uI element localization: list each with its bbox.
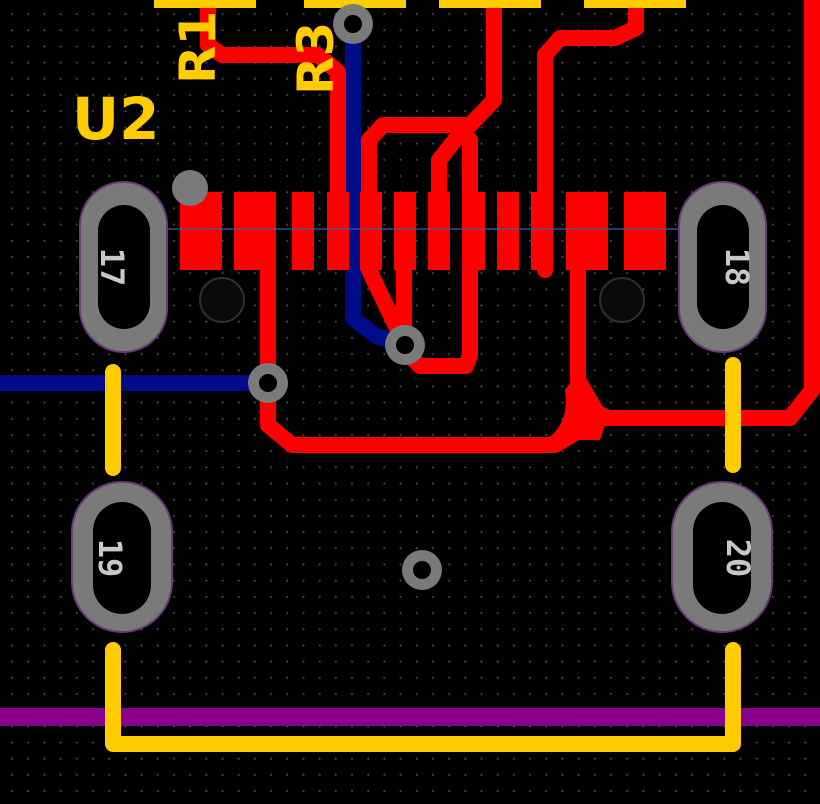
th-pad-19[interactable]: 19 <box>71 481 173 633</box>
th-pad-20[interactable]: 20 <box>671 481 773 633</box>
smd-pad <box>360 192 382 270</box>
pad-number-20: 20 <box>719 539 757 578</box>
th-pad-17[interactable]: 17 <box>79 181 168 353</box>
via[interactable] <box>333 4 373 44</box>
locating-hole <box>599 277 645 323</box>
pad-number-18: 18 <box>718 248 756 287</box>
pad-number-19: 19 <box>91 539 129 578</box>
smd-pad <box>566 192 608 270</box>
front-copper-fill <box>545 370 610 440</box>
partial-via <box>172 170 208 206</box>
edge-cut-line <box>0 708 820 726</box>
resistor-outline <box>439 0 541 8</box>
smd-pad <box>531 192 553 270</box>
locating-hole <box>199 277 245 323</box>
component-ref-u2[interactable]: U2 <box>72 85 159 153</box>
smd-pad <box>327 192 349 270</box>
th-pad-18[interactable]: 18 <box>678 181 767 353</box>
resistor-ref-r1[interactable]: R1 <box>169 11 227 84</box>
front-copper-trace <box>200 0 346 198</box>
silkscreen-resistor-bodies <box>154 0 686 8</box>
front-copper-trace <box>537 0 644 278</box>
via[interactable] <box>385 325 425 365</box>
smd-pad <box>428 192 450 270</box>
via[interactable] <box>402 550 442 590</box>
smd-pad <box>624 192 666 270</box>
smd-pad-row <box>180 192 666 270</box>
resistor-outline <box>584 0 686 8</box>
smd-pad <box>292 192 314 270</box>
resistor-outline <box>304 0 406 8</box>
silkscreen-layer <box>105 357 741 752</box>
resistor-ref-r3[interactable]: R3 <box>287 22 345 95</box>
smd-pad <box>394 192 416 270</box>
via[interactable] <box>248 363 288 403</box>
silkscreen-outline <box>105 642 741 752</box>
smd-pad <box>234 192 276 270</box>
resistor-outline <box>154 0 256 8</box>
smd-pad <box>463 192 485 270</box>
pad-number-17: 17 <box>93 248 131 287</box>
smd-pad <box>497 192 519 270</box>
